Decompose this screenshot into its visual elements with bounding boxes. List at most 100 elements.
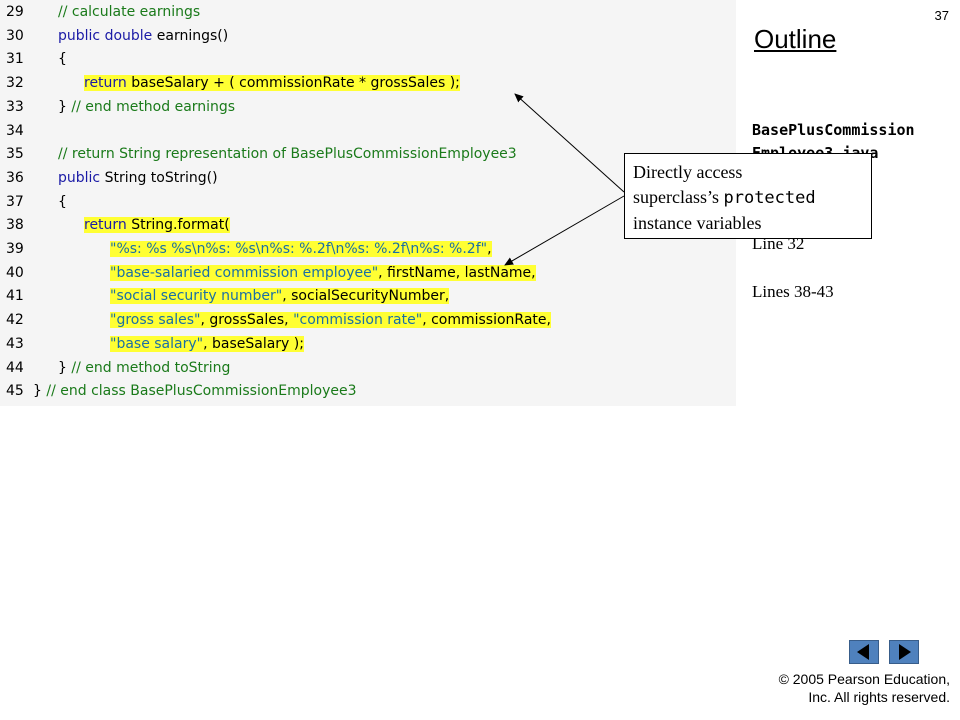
copyright-line1: © 2005 Pearson Education, xyxy=(778,671,950,687)
page-number: 37 xyxy=(934,8,949,23)
code-listing: 29 // calculate earnings 30 public double e… xyxy=(0,0,736,406)
code-token: "base salary" xyxy=(110,335,204,352)
code-token: , socialSecurityNumber, xyxy=(282,288,450,305)
code-token: earnings() xyxy=(156,27,229,44)
code-token: return xyxy=(84,75,132,92)
code-token: String.format( xyxy=(131,217,230,234)
line-number: 39 xyxy=(6,241,24,257)
code-line: 36 public String toString() xyxy=(0,167,736,190)
code-token: // end class BasePlusCommissionEmployee3 xyxy=(46,383,357,400)
code-text: { xyxy=(58,51,67,67)
code-token: return xyxy=(84,217,132,234)
code-line: 44} // end method toString xyxy=(0,357,736,380)
code-text: public double earnings() xyxy=(58,28,228,44)
line-number: 35 xyxy=(6,146,24,163)
code-token: public xyxy=(58,169,105,186)
line-number: 37 xyxy=(6,193,24,210)
code-token: "%s: %s %s\n%s: %s\n%s: %.2f\n%s: %.2f\n… xyxy=(110,241,488,257)
code-token: "social security number" xyxy=(110,288,283,305)
code-line: 31 { xyxy=(0,48,736,71)
code-text: "base-salaried commission employee", fir… xyxy=(110,264,536,281)
previous-arrow-icon xyxy=(857,644,869,660)
code-token: // return String representation of BaseP… xyxy=(58,146,517,163)
code-token: } xyxy=(58,359,72,376)
code-line: 40 "base-salaried commission employee", f… xyxy=(0,262,736,285)
callout-line3: instance variables xyxy=(633,213,762,233)
code-token: { xyxy=(58,193,67,210)
code-text: "base salary", baseSalary ); xyxy=(110,335,304,352)
line-number: 38 xyxy=(6,217,24,234)
code-token: // end method earnings xyxy=(71,98,236,115)
code-text: } // end method toString xyxy=(58,360,230,376)
copyright-line2: Inc. All rights reserved. xyxy=(808,689,950,705)
callout-keyword: protected xyxy=(723,188,816,208)
code-line: 32 return baseSalary + ( commissionRate *… xyxy=(0,72,736,95)
code-text: "social security number", socialSecurity… xyxy=(110,288,450,305)
code-token: , firstName, lastName, xyxy=(378,264,536,281)
line-number: 42 xyxy=(6,312,24,329)
line-number: 40 xyxy=(6,264,24,281)
code-token: "gross sales" xyxy=(110,312,201,329)
outline-title[interactable]: Outline xyxy=(754,24,837,54)
code-text: // calculate earnings xyxy=(58,4,200,20)
callout-line2-text: superclass’s xyxy=(633,187,724,207)
code-text: "%s: %s %s\n%s: %s\n%s: %.2f\n%s: %.2f\n… xyxy=(110,241,492,257)
callout-box: Directly access superclass’s protected i… xyxy=(624,153,872,239)
previous-slide-button[interactable] xyxy=(849,640,879,664)
arrow-to-line-40 xyxy=(504,195,625,266)
line-number: 44 xyxy=(6,359,24,376)
code-line: 41 "social security number", socialSecuri… xyxy=(0,285,736,308)
line-number: 32 xyxy=(6,75,24,92)
code-token: , commissionRate, xyxy=(422,312,551,329)
line-number: 41 xyxy=(6,288,24,305)
code-token: baseSalary + ( commissionRate * grossSal… xyxy=(131,75,460,92)
code-token: // end method toString xyxy=(71,359,231,376)
line-number: 33 xyxy=(6,98,24,115)
code-line: 43 "base salary", baseSalary ); xyxy=(0,333,736,356)
next-slide-button[interactable] xyxy=(889,640,919,664)
code-token: { xyxy=(58,51,67,68)
code-text: } // end method earnings xyxy=(58,99,235,115)
code-text: { xyxy=(58,194,67,210)
callout-line1: Directly access xyxy=(633,162,743,182)
line-reference-38-43: Lines 38-43 xyxy=(752,282,834,301)
line-number: 29 xyxy=(6,4,24,20)
code-text: } // end class BasePlusCommissionEmploye… xyxy=(33,383,357,399)
file-name-line1: BasePlusCommission xyxy=(752,121,915,139)
code-token: , grossSales, xyxy=(200,312,294,329)
line-number: 31 xyxy=(6,51,24,68)
code-line: 38 return String.format( xyxy=(0,214,736,237)
code-line: 35 // return String representation of Bas… xyxy=(0,143,736,166)
code-line: 29 // calculate earnings xyxy=(0,1,736,24)
code-text: public String toString() xyxy=(58,170,218,186)
code-token: } xyxy=(58,98,72,115)
code-text: "gross sales", grossSales, "commission r… xyxy=(110,312,551,329)
line-number: 43 xyxy=(6,335,24,352)
code-line: 30 public double earnings() xyxy=(0,25,736,48)
line-number: 45 xyxy=(6,383,24,400)
copyright-notice: © 2005 Pearson Education, Inc. All right… xyxy=(779,670,950,706)
code-token: , xyxy=(487,241,492,257)
line-number: 36 xyxy=(6,169,24,186)
code-line: 45} // end class BasePlusCommissionEmplo… xyxy=(0,380,736,403)
code-line: 42 "gross sales", grossSales, "commission… xyxy=(0,309,736,332)
code-token: "base-salaried commission employee" xyxy=(110,264,379,281)
code-token: String toString() xyxy=(104,169,218,186)
code-line: 37 { xyxy=(0,191,736,214)
code-text: return baseSalary + ( commissionRate * g… xyxy=(84,75,460,92)
code-token: public double xyxy=(58,27,157,44)
line-number: 34 xyxy=(6,122,24,139)
next-arrow-icon xyxy=(899,644,911,660)
arrow-to-line-32 xyxy=(514,93,625,193)
callout-line2: superclass’s protected xyxy=(633,185,863,211)
code-text: return String.format( xyxy=(84,217,230,234)
code-token: // calculate earnings xyxy=(58,4,201,20)
code-line: 33} // end method earnings xyxy=(0,96,736,119)
line-number: 30 xyxy=(6,27,24,44)
code-text: // return String representation of BaseP… xyxy=(58,146,517,162)
code-token: } xyxy=(33,383,47,400)
code-line: 34 xyxy=(0,120,736,143)
code-token: "commission rate" xyxy=(293,312,423,329)
code-token: , baseSalary ); xyxy=(203,335,304,352)
